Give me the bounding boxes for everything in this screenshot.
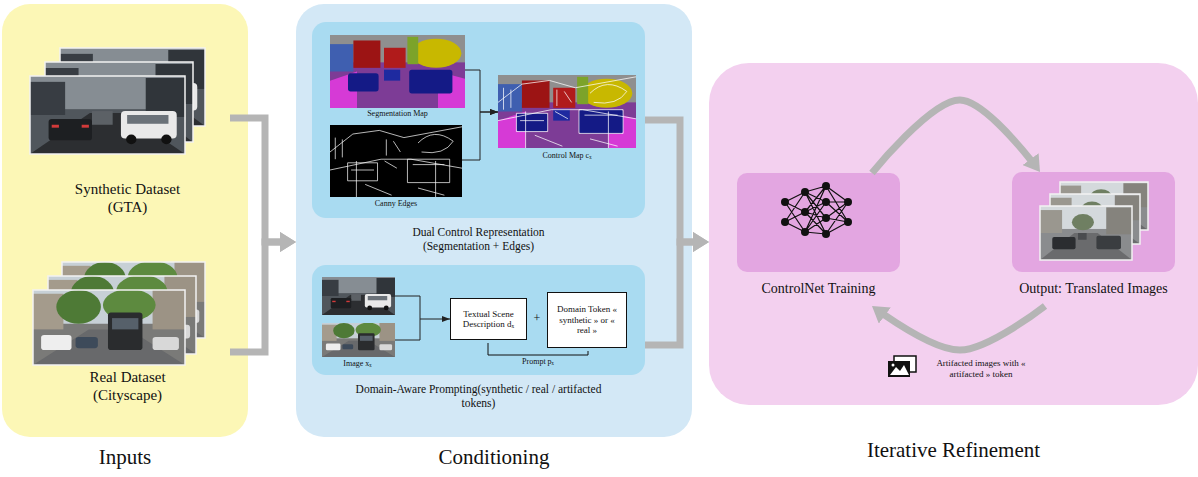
illustration-detail: [781, 198, 789, 206]
illustration-detail: [785, 186, 848, 234]
output-box: Output: Translated Images: [1012, 172, 1175, 306]
image-stack: Real Dataset (Cityscape): [25, 258, 230, 410]
illustration-detail: [822, 198, 830, 206]
flow-arrow: [230, 118, 296, 242]
box-fill: [737, 173, 900, 272]
illustration-detail: [822, 230, 830, 238]
node-caption: ControlNet Training: [719, 281, 919, 298]
diagram-label: +: [527, 311, 547, 325]
illustration-detail: [888, 361, 910, 377]
illustration-detail: [781, 218, 789, 226]
illustration-detail: [33, 289, 185, 365]
text-box: Textual Scene Description dₓ: [450, 298, 527, 340]
image-stack: Image xₓ: [320, 275, 395, 372]
image-stack: Synthetic Dataset (GTA): [25, 45, 230, 215]
input-image: [322, 277, 395, 315]
illustration-detail: [33, 290, 185, 365]
illustration-detail: [890, 365, 909, 375]
artifact-icon: [888, 356, 916, 377]
panel-fill: [296, 4, 692, 437]
node-caption: Domain-Aware Prompting(synthetic / real …: [354, 383, 604, 411]
edge-label-anchor: Artifacted images with « artifacted » to…: [922, 358, 1040, 380]
illustration-detail: [801, 208, 809, 216]
panel: InputsSynthetic Dataset (GTA)Real Datase…: [2, 4, 248, 437]
illustration-detail: [844, 198, 852, 206]
node-caption: Iterative Refinement: [804, 438, 1104, 463]
image-tile: Control Map cₓ: [498, 75, 636, 162]
text-box: Domain Token « synthetic » or « real »: [547, 292, 627, 348]
node-caption: Synthetic Dataset (GTA): [58, 180, 198, 216]
node-caption: Inputs: [25, 445, 225, 470]
image-tile: Segmentation Map: [330, 35, 465, 120]
illustration-detail: [1040, 206, 1132, 260]
panel-fill: [2, 4, 248, 437]
link-arrow: [465, 70, 498, 112]
illustration-detail: [892, 364, 895, 367]
illustration-detail: [822, 182, 830, 190]
network-icon: [781, 182, 852, 238]
diagram-label: Prompt pₓ: [498, 357, 578, 367]
illustration-detail: [30, 76, 185, 154]
illustration-detail: [844, 218, 852, 226]
illustration-detail: [801, 228, 809, 236]
link-arrow: [462, 112, 498, 160]
flow-arrow: [230, 242, 296, 352]
node-caption: Canny Edges: [330, 199, 462, 209]
box-text: Domain Token « synthetic » or « real »: [552, 304, 622, 335]
connector-group: [230, 70, 1045, 352]
input-image: [322, 323, 395, 357]
flow-arrow: [645, 242, 709, 345]
box-fill: [312, 265, 645, 375]
group-box: Dual Control Representation (Segmentatio…: [312, 22, 645, 218]
flow-arrow: [872, 306, 1045, 350]
label-anchor: Prompt pₓ: [498, 357, 578, 367]
box-fill: [1012, 172, 1175, 272]
panel-fill: [709, 63, 1198, 405]
label-anchor: +: [527, 311, 547, 325]
node-caption: Control Map cₓ: [498, 151, 636, 161]
node-caption: Conditioning: [384, 445, 604, 470]
control-image: [498, 75, 636, 148]
illustration-detail: [30, 76, 185, 154]
node-caption: Dual Control Representation (Segmentatio…: [379, 226, 579, 254]
node-caption: Real Dataset (Cityscape): [58, 368, 198, 404]
image-stack: [1040, 182, 1148, 260]
image-stack: [30, 48, 205, 154]
model-box: ControlNet Training: [737, 173, 900, 306]
node-caption: Image xₓ: [320, 359, 395, 369]
flow-arrow: [872, 100, 1040, 173]
edge-image: [330, 125, 462, 197]
image-stack: [33, 261, 205, 365]
image-tile: Canny Edges: [330, 125, 462, 210]
link-arrow: [395, 296, 450, 340]
node-caption: Segmentation Map: [330, 109, 465, 119]
node-caption: Output: Translated Images: [994, 281, 1194, 298]
edge-label: Artifacted images with « artifacted » to…: [922, 358, 1040, 380]
panel: ConditioningDual Control Representation …: [296, 4, 692, 437]
panel: Iterative RefinementControlNet TrainingO…: [709, 63, 1198, 405]
group-box: Domain-Aware Prompting(synthetic / real …: [312, 265, 645, 375]
illustration-detail: [801, 188, 809, 196]
flow-arrow: [645, 120, 709, 242]
illustration-detail: [822, 214, 830, 222]
box-fill: [312, 22, 645, 218]
segmentation-image: [330, 35, 465, 108]
illustration-detail: [1040, 206, 1132, 260]
box-text: Textual Scene Description dₓ: [455, 309, 522, 330]
